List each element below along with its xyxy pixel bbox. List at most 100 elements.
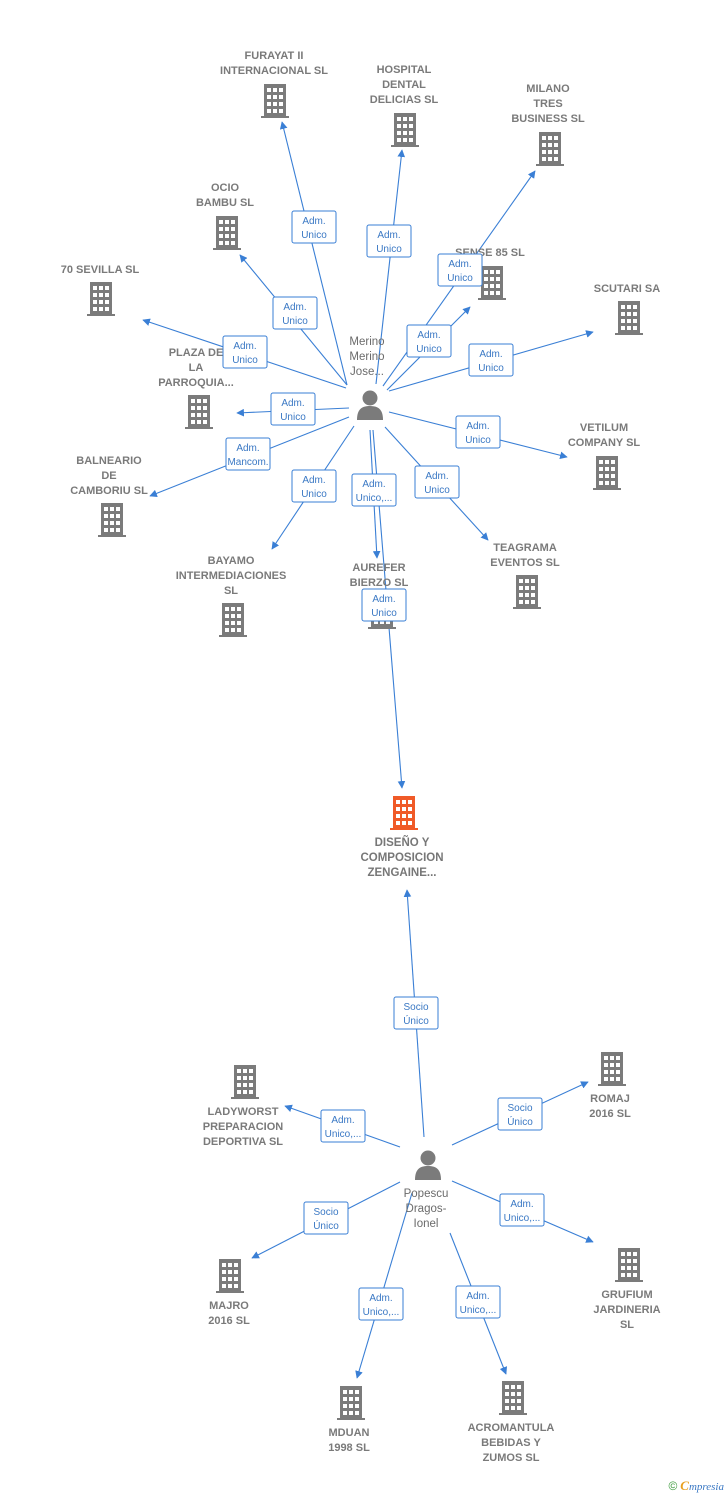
relation-label-p1-aurefer[interactable]: Adm.Unico,...	[351, 473, 397, 507]
relation-text: Unico,...	[356, 493, 393, 504]
person-icon[interactable]	[357, 390, 383, 421]
company-node-sevilla[interactable]: 70 SEVILLA SL	[61, 264, 140, 316]
relation-box[interactable]	[414, 465, 460, 499]
relation-label-p1-sevilla[interactable]: Adm. Unico	[222, 335, 268, 369]
building-icon[interactable]	[216, 1259, 244, 1293]
relation-label-p1-hospital[interactable]: Adm.Unico	[366, 224, 412, 258]
node-label-line: HOSPITAL	[377, 64, 432, 76]
company-node-mduan[interactable]: MDUAN 1998 SL	[328, 1386, 370, 1454]
building-icon[interactable]	[185, 395, 213, 429]
relation-label-p1-furayat[interactable]: Adm.Unico	[291, 210, 337, 244]
building-icon[interactable]	[499, 1381, 527, 1415]
building-icon[interactable]	[391, 113, 419, 147]
relation-text: Adm.	[466, 1291, 489, 1302]
person-icon[interactable]	[415, 1150, 441, 1181]
relation-label-p1-bayamo[interactable]: Adm.Unico	[291, 469, 337, 503]
relation-box[interactable]	[406, 324, 452, 358]
relation-box[interactable]	[291, 469, 337, 503]
relation-label-p2-grufium[interactable]: Adm.Unico,...	[499, 1193, 545, 1227]
relation-box[interactable]	[351, 473, 397, 507]
relation-text: Adm.	[233, 341, 256, 352]
relation-text: Único	[313, 1219, 339, 1232]
building-icon[interactable]	[615, 1248, 643, 1282]
relation-text: Unico,...	[504, 1213, 541, 1224]
relation-box[interactable]	[320, 1109, 366, 1143]
relation-label-p1-scutari[interactable]: Adm.Unico	[468, 343, 514, 377]
relation-box[interactable]	[468, 343, 514, 377]
relation-box[interactable]	[358, 1287, 404, 1321]
edge-p1-furayat	[279, 121, 348, 386]
relation-box[interactable]	[222, 335, 268, 369]
relation-box[interactable]	[366, 224, 412, 258]
relation-box[interactable]	[393, 996, 439, 1030]
relation-text: Único	[507, 1115, 533, 1128]
building-icon[interactable]	[87, 282, 115, 316]
person-node-p1[interactable]: MerinoMerinoJose...	[349, 336, 385, 421]
relation-box[interactable]	[272, 296, 318, 330]
company-node-plaza[interactable]: PLAZA DELAPARROQUIA...	[158, 347, 234, 429]
relation-label-p1-milano[interactable]: Adm.Unico	[437, 253, 483, 287]
relation-text: Unico	[465, 435, 491, 446]
relation-text: Unico	[232, 355, 258, 366]
relation-box[interactable]	[497, 1097, 543, 1131]
relation-label-p1-plaza[interactable]: Adm.Unico	[270, 392, 316, 426]
relation-box[interactable]	[437, 253, 483, 287]
relation-label-p2-acromantula[interactable]: Adm.Unico,...	[455, 1285, 501, 1319]
building-icon[interactable]	[337, 1386, 365, 1420]
company-node-scutari[interactable]: SCUTARI SA	[594, 283, 660, 335]
building-icon[interactable]	[615, 301, 643, 335]
building-icon[interactable]	[213, 216, 241, 250]
relation-label-p1-sense[interactable]: Adm.Unico	[406, 324, 452, 358]
node-label-line: MDUAN	[329, 1427, 370, 1439]
relation-box[interactable]	[499, 1193, 545, 1227]
relation-label-p2-ladyworst[interactable]: Adm.Unico,...	[320, 1109, 366, 1143]
building-icon[interactable]	[98, 503, 126, 537]
relation-label-p1-ocio[interactable]: Adm.Unico	[272, 296, 318, 330]
building-icon[interactable]	[513, 575, 541, 609]
node-label-line: BALNEARIO	[76, 455, 142, 467]
building-icon[interactable]	[536, 132, 564, 166]
relation-box[interactable]	[291, 210, 337, 244]
relation-box[interactable]	[455, 1285, 501, 1319]
building-icon[interactable]	[219, 603, 247, 637]
building-icon[interactable]	[598, 1052, 626, 1086]
building-icon[interactable]	[593, 456, 621, 490]
footer-brand[interactable]: ©Cmpresia	[668, 1478, 724, 1494]
relation-text: Unico	[416, 344, 442, 355]
node-label-line: 1998 SL	[328, 1442, 370, 1454]
relation-box[interactable]	[270, 392, 316, 426]
relation-label-p1-teagrama[interactable]: Adm.Unico	[414, 465, 460, 499]
relation-label-p1-main[interactable]: Adm.Unico	[361, 588, 407, 622]
relation-box[interactable]	[361, 588, 407, 622]
company-node-main[interactable]: DISEÑO YCOMPOSICIONZENGAINE...	[360, 796, 444, 879]
building-icon[interactable]	[261, 84, 289, 118]
relation-box[interactable]	[303, 1201, 349, 1235]
relation-label-p2-mduan[interactable]: Adm.Unico,...	[358, 1287, 404, 1321]
relation-label-p1-vetilum[interactable]: Adm.Unico	[455, 415, 501, 449]
node-label-line: DELICIAS SL	[370, 94, 439, 106]
relation-label-p1-balneario[interactable]: Adm.Mancom.	[225, 437, 271, 471]
relation-box[interactable]	[455, 415, 501, 449]
main-building-icon[interactable]	[390, 796, 418, 830]
relation-box[interactable]	[225, 437, 271, 471]
building-icon[interactable]	[231, 1065, 259, 1099]
node-label-line: Merino	[349, 351, 384, 363]
